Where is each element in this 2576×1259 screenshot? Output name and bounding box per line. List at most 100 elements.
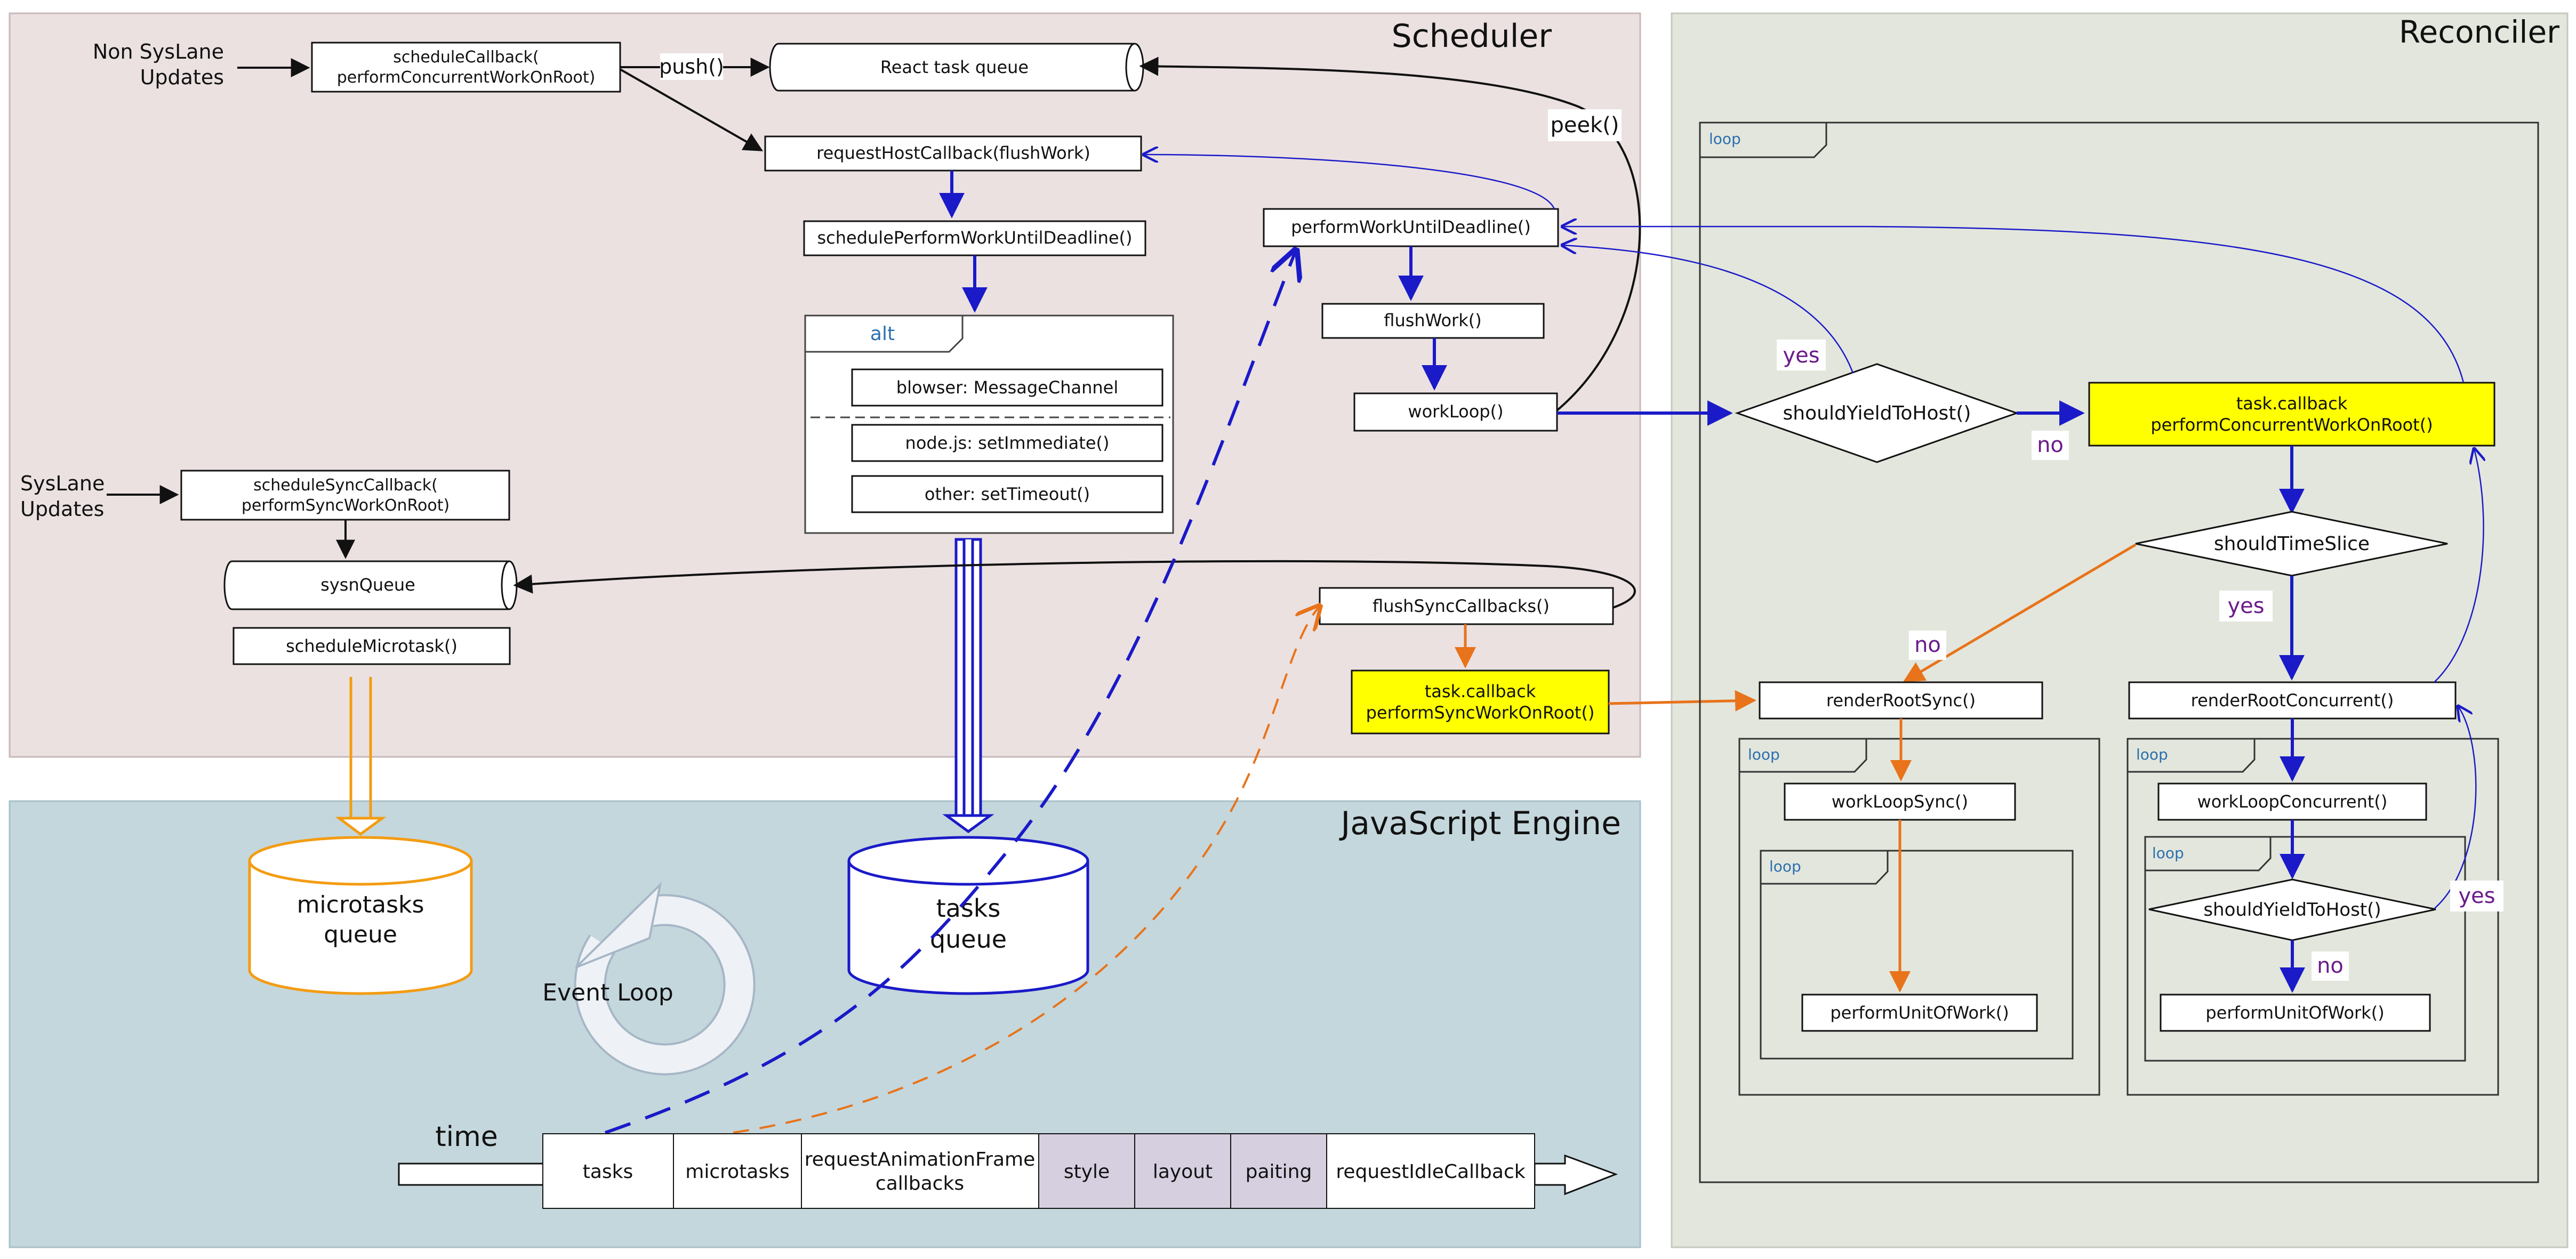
perform-unit-concurrent-box xyxy=(2160,994,2431,1032)
schedule-callback-text-2: performConcurrentWorkOnRoot) xyxy=(337,68,596,87)
should-yield-inner-diamond xyxy=(2148,878,2436,941)
arrow-flush-sync-to-sysn-queue xyxy=(513,560,1636,609)
concurrent-loop-label: loop xyxy=(2136,746,2168,763)
yes-label-mid: yes xyxy=(2227,594,2264,618)
schedule-sync-callback-text-2: performSyncWorkOnRoot) xyxy=(242,496,450,515)
perform-unit-sync-box xyxy=(1801,994,2038,1032)
schedule-perform-work-box xyxy=(803,220,1146,256)
flush-work-box xyxy=(1321,303,1545,339)
alt-other-text: other: setTimeout() xyxy=(925,484,1090,504)
dashed-microtasks-timeline-to-flush-sync xyxy=(733,606,1320,1134)
reconciler-panel-title: Reconciler xyxy=(2399,14,2559,50)
sysn-queue: sysnQueue xyxy=(223,560,518,610)
should-yield-inner-text: shouldYieldToHost() xyxy=(2203,899,2381,921)
syslane-updates-label-2: Updates xyxy=(20,497,104,521)
work-loop-sync-box xyxy=(1784,782,2016,821)
should-yield-text: shouldYieldToHost() xyxy=(1783,402,1971,424)
work-loop-sync-text: workLoopSync() xyxy=(1832,792,1968,812)
arrow-task-callback-sync-to-render-root-sync xyxy=(1608,690,1756,712)
timeline-style-text: style xyxy=(1064,1161,1110,1183)
task-callback-concurrent-box xyxy=(2088,382,2495,447)
timeline-tasks-text: tasks xyxy=(583,1161,633,1183)
timeline-layout-cell xyxy=(1134,1133,1231,1209)
timeline-ric-text: requestIdleCallback xyxy=(1336,1161,1525,1183)
non-syslane-updates-label: Non SysLane xyxy=(93,40,224,63)
react-task-queue: React task queue xyxy=(769,43,1144,92)
timeline-raf-text-2: callbacks xyxy=(876,1173,964,1195)
react-task-queue-label: React task queue xyxy=(880,57,1029,77)
schedule-sync-callback-box xyxy=(180,470,510,521)
flush-sync-callbacks-text: flushSyncCallbacks() xyxy=(1373,596,1550,616)
alt-browser-box xyxy=(851,368,1163,407)
javascript-engine-panel-title: JavaScript Engine xyxy=(1339,805,1621,842)
no-label-mid: no xyxy=(1914,633,1941,657)
timeline-paiting-text: paiting xyxy=(1246,1161,1312,1183)
should-time-slice-diamond xyxy=(2135,511,2448,577)
non-syslane-updates-label-2: Updates xyxy=(140,66,224,89)
arrow-workloop-peek-queue xyxy=(1139,57,1641,411)
sync-loop-label: loop xyxy=(1748,746,1780,763)
alt-node-box xyxy=(851,424,1163,462)
yes-label-inner-bg xyxy=(2450,881,2503,911)
yes-label-top: yes xyxy=(1783,343,1819,368)
schedule-callback-text-1: scheduleCallback( xyxy=(393,48,539,67)
push-label: push() xyxy=(659,55,724,78)
render-root-concurrent-text: renderRootConcurrent() xyxy=(2191,690,2394,711)
tasks-queue-text-2: queue xyxy=(930,925,1007,954)
schedule-perform-work-text: schedulePerformWorkUntilDeadline() xyxy=(817,228,1132,248)
task-callback-sync-text-2: performSyncWorkOnRoot() xyxy=(1366,703,1595,723)
no-label-right-bg xyxy=(2032,431,2069,460)
concurrent-inner-loop-frame: loop xyxy=(2144,836,2466,1062)
work-loop-box xyxy=(1353,392,1558,432)
timeline-ric-cell xyxy=(1326,1133,1535,1209)
schedule-sync-callback-text-1: scheduleSyncCallback( xyxy=(253,476,438,495)
timeline-microtasks-text: microtasks xyxy=(685,1161,789,1183)
reconciler-panel xyxy=(1671,12,2569,1248)
tasks-queue: tasks queue xyxy=(847,836,1089,995)
arrow-alt-to-tasks-queue xyxy=(942,538,994,834)
no-label-inner: no xyxy=(2317,954,2344,978)
sysn-queue-label: sysnQueue xyxy=(320,575,415,595)
render-root-sync-text: renderRootSync() xyxy=(1826,690,1976,711)
perform-unit-concurrent-text: performUnitOfWork() xyxy=(2205,1003,2384,1023)
perform-work-until-deadline-box xyxy=(1263,208,1559,247)
alt-browser-text: blowser: MessageChannel xyxy=(896,377,1118,398)
flush-sync-callbacks-box xyxy=(1319,587,1614,625)
request-host-callback-text: requestHostCallback(flushWork) xyxy=(816,143,1090,163)
reconciler-outer-loop-frame: loop xyxy=(1699,122,2539,1183)
timeline-paiting-cell xyxy=(1230,1133,1327,1209)
arrow-microtask-to-microtasks-queue xyxy=(335,677,387,836)
concurrent-inner-loop-label: loop xyxy=(2152,844,2184,862)
outer-loop-label: loop xyxy=(1709,130,1741,148)
alt-node-text: node.js: setImmediate() xyxy=(905,433,1110,453)
microtasks-queue-text-1: microtasks xyxy=(297,891,424,918)
render-root-concurrent-box xyxy=(2128,681,2457,720)
task-callback-sync-text-1: task.callback xyxy=(1425,681,1536,701)
timeline-layout-text: layout xyxy=(1153,1161,1213,1183)
timeline xyxy=(398,1154,1618,1196)
push-label-bg xyxy=(660,53,723,80)
flush-work-text: flushWork() xyxy=(1384,310,1481,330)
timeline-raf-text-1: requestAnimationFrame xyxy=(805,1149,1036,1171)
no-label-inner-bg xyxy=(2312,951,2349,981)
yes-label-top-bg xyxy=(1777,340,1826,370)
alt-fragment-label: alt xyxy=(870,323,895,345)
yes-label-mid-bg xyxy=(2219,591,2273,622)
syslane-updates-label: SysLane xyxy=(20,472,105,495)
timeline-style-cell xyxy=(1038,1133,1135,1209)
event-loop-label: Event Loop xyxy=(542,979,673,1006)
microtasks-queue-text-2: queue xyxy=(324,921,397,948)
work-loop-concurrent-box xyxy=(2157,782,2427,821)
timeline-tasks-cell xyxy=(542,1133,674,1209)
task-callback-sync-box xyxy=(1351,669,1610,735)
time-label: time xyxy=(435,1121,497,1153)
peek-label: peek() xyxy=(1551,113,1619,138)
render-root-sync-box xyxy=(1759,681,2043,720)
arrow-render-root-concurrent-to-task-callback xyxy=(2434,449,2484,683)
timeline-microtasks-cell xyxy=(673,1133,802,1209)
arrow-schedule-to-request-host xyxy=(620,68,764,151)
no-label-right: no xyxy=(2037,433,2064,457)
event-loop-icon xyxy=(574,882,756,1076)
schedule-callback-box xyxy=(311,42,621,93)
